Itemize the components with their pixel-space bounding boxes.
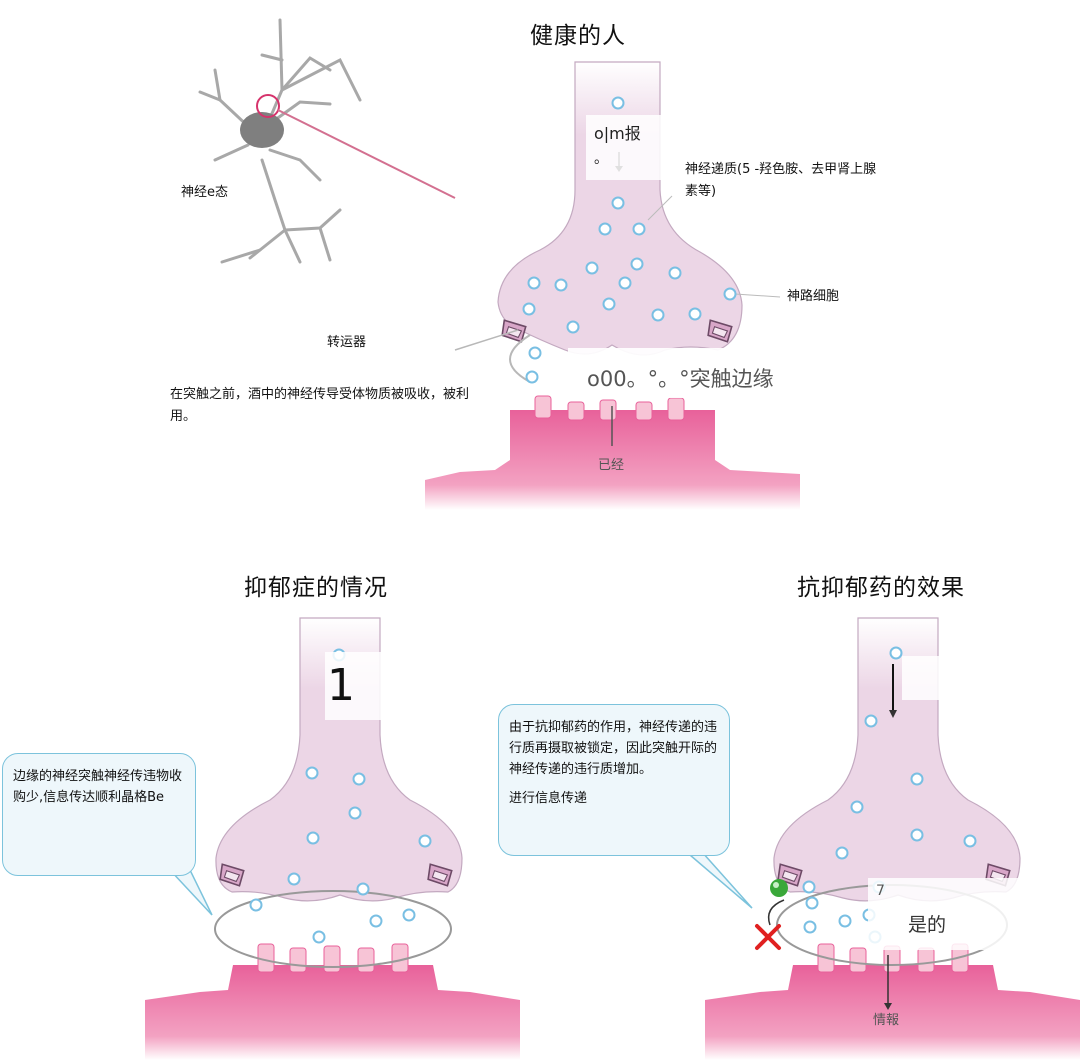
label-om: o|m报 [594, 124, 641, 143]
callout-depression-text: 边缘的神经突触神经传违物收购少,信息传达顺利晶格Be [13, 769, 183, 805]
callout-tail [688, 851, 753, 909]
neuron-body [240, 112, 284, 148]
label-received: 已经 [598, 458, 625, 473]
note-healthy: 在突触之前，酒中的神经传导受体物质被吸收，被利用。 [170, 387, 470, 424]
cleft-ellipse [214, 890, 452, 968]
x-mark-icon [755, 924, 781, 950]
om-label-bg [586, 115, 664, 180]
receptors [534, 395, 685, 421]
label-info: 情報 [873, 1013, 900, 1028]
neuron-sketch [198, 18, 362, 264]
presynaptic-terminal [773, 617, 1021, 902]
postsynaptic-cell [145, 965, 520, 1060]
label-neuron: 神经e态 [181, 185, 228, 200]
callout-antidepressant-text: 由于抗抑郁药的作用，神经传递的违行质再摄取被锁定，因此突触开际的神经传递的违行质… [509, 720, 718, 777]
label-om-dot: 。 [594, 151, 608, 167]
label-seven: 7 [876, 883, 885, 899]
zoom-circle [256, 94, 280, 118]
drug-ball-icon [770, 879, 788, 897]
zoom-line [277, 109, 456, 199]
depression-synapse [145, 617, 520, 1060]
title-depression: 抑郁症的情况 [244, 575, 388, 601]
label-neurotransmitter: 神经递质(5 -羟色胺、去甲肾上腺素等) [685, 162, 877, 199]
cleft-label-bg [568, 348, 806, 398]
presynaptic-terminal [215, 617, 463, 902]
title-antidepressant: 抗抑郁药的效果 [797, 575, 965, 601]
label-number-one: 1 [327, 660, 355, 711]
label-transporter: 转运器 [327, 335, 367, 350]
postsynaptic-cell [705, 965, 1080, 1060]
callout-antidepressant: 由于抗抑郁药的作用，神经传递的违行质再摄取被锁定，因此突触开际的神经传递的违行质… [498, 704, 730, 856]
title-healthy: 健康的人 [530, 23, 626, 49]
label-nerve-cell: 神路细胞 [787, 289, 840, 304]
postsynaptic-cell [425, 410, 800, 510]
callout-depression: 边缘的神经突触神经传违物收购少,信息传达顺利晶格Be [2, 753, 196, 876]
healthy-synapse [425, 61, 800, 510]
label-yes: 是的 [908, 914, 947, 936]
callout-tail [168, 869, 213, 916]
label-synapse-cleft: o00。°。°突触边缘 [587, 367, 774, 391]
callout-antidepressant-sub: 进行信息传递 [509, 791, 588, 806]
antidepressant-synapse [688, 617, 1080, 1060]
